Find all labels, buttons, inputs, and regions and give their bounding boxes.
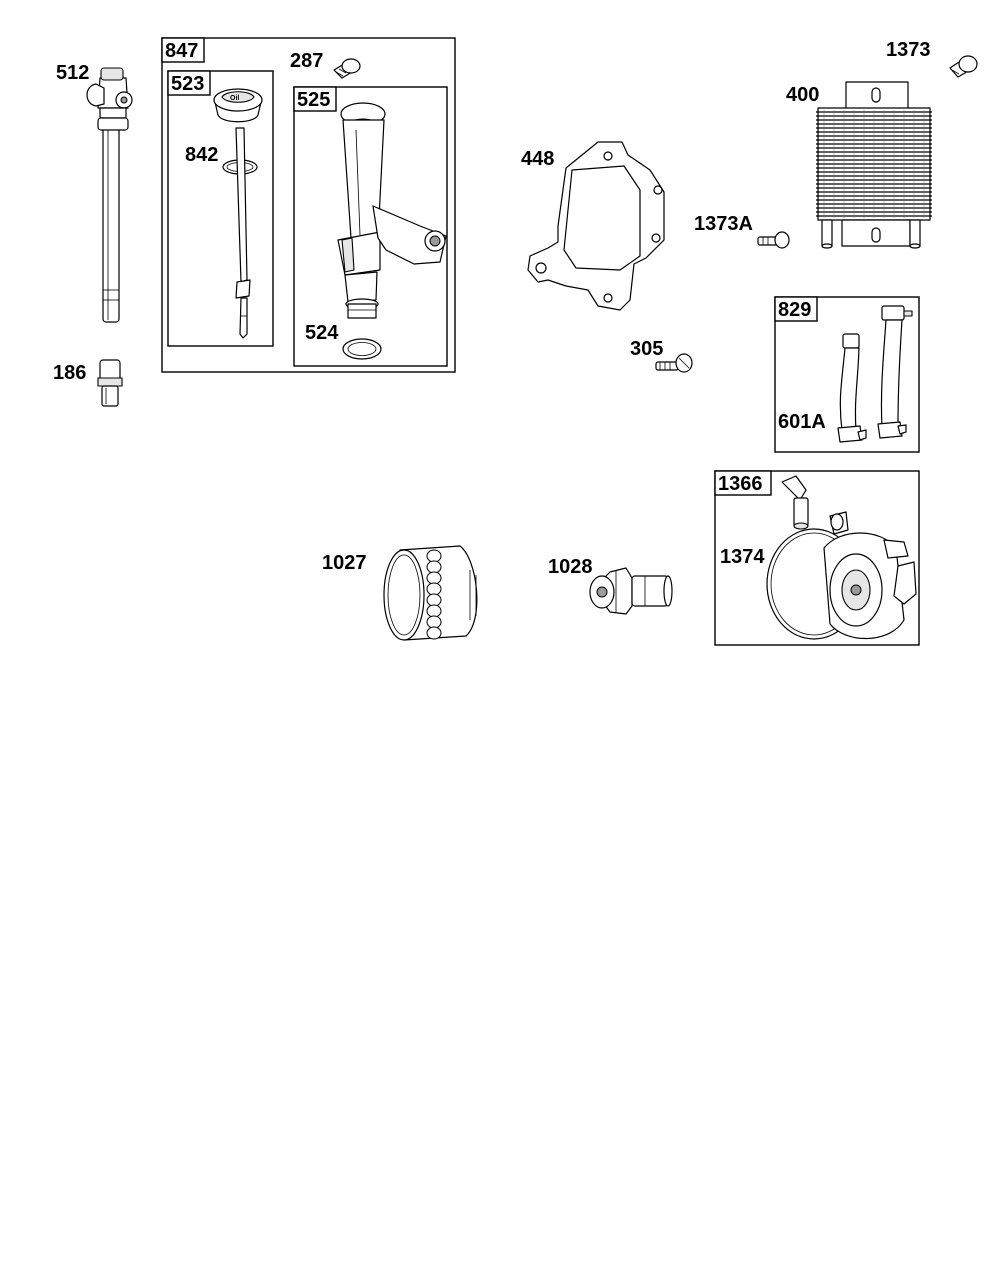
label-1027: 1027 xyxy=(322,552,367,574)
kit-829-tag xyxy=(774,296,818,322)
label-1373: 1373 xyxy=(886,39,931,61)
label-305: 305 xyxy=(630,338,663,360)
kit-523-box xyxy=(167,70,274,347)
label-523: 523 xyxy=(171,73,204,95)
bolt-1373A xyxy=(757,231,790,249)
label-829: 829 xyxy=(778,299,811,321)
label-524: 524 xyxy=(305,322,339,344)
oil-filter-1027 xyxy=(383,545,478,641)
kit-523-tag xyxy=(167,70,211,96)
filter-flutes xyxy=(426,549,442,640)
screw-1373 xyxy=(949,55,978,78)
label-1366: 1366 xyxy=(718,473,763,495)
kit-525-box xyxy=(293,86,448,367)
kit-1366-box xyxy=(714,470,920,646)
screw-287 xyxy=(333,58,361,79)
label-525: 525 xyxy=(297,89,330,111)
kit-829-box xyxy=(774,296,920,453)
oil-fill-tube-525 xyxy=(337,102,447,319)
label-1373A: 1373A xyxy=(694,213,753,235)
hose-601A-right xyxy=(877,305,913,439)
oil-cooler-400 xyxy=(816,81,932,249)
svg-text:Oil: Oil xyxy=(230,95,239,102)
oil-filter-adapter-1374 xyxy=(766,475,917,640)
cooler-fins xyxy=(816,110,932,218)
oil-cap-523: Oil xyxy=(213,88,263,123)
o-ring-524 xyxy=(342,338,382,360)
kit-847-box xyxy=(161,37,456,373)
label-601A: 601A xyxy=(778,411,826,433)
fitting-186 xyxy=(97,359,123,407)
label-186: 186 xyxy=(53,362,86,384)
kit-525-tag xyxy=(293,86,337,112)
label-847: 847 xyxy=(165,40,198,62)
label-842: 842 xyxy=(185,144,218,166)
label-1374: 1374 xyxy=(720,546,765,568)
bolt-305 xyxy=(655,353,693,373)
label-448: 448 xyxy=(521,148,554,170)
dipstick-blade xyxy=(235,127,251,339)
nipple-1028 xyxy=(589,567,673,615)
hose-601A-left xyxy=(837,333,867,443)
label-287: 287 xyxy=(290,50,323,72)
kit-1366-tag xyxy=(714,470,772,496)
dipstick-tube-512 xyxy=(86,67,133,323)
gasket-448 xyxy=(527,141,665,311)
label-512: 512 xyxy=(56,62,89,84)
kit-847-tag xyxy=(161,37,205,63)
label-1028: 1028 xyxy=(548,556,593,578)
label-400: 400 xyxy=(786,84,819,106)
